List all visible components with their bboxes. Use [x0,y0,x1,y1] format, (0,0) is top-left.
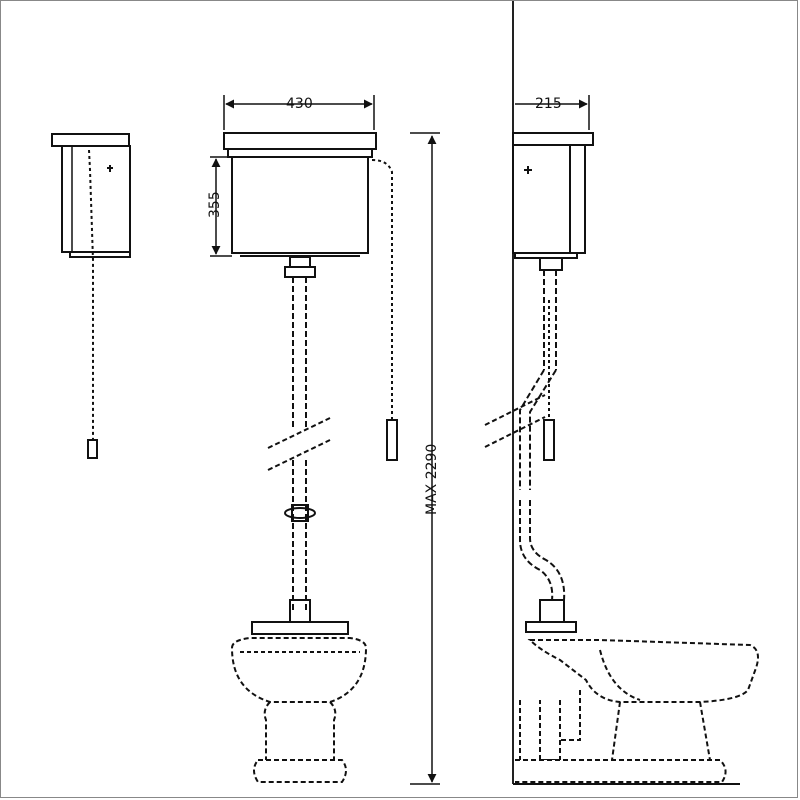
depth-label: 215 [535,96,562,112]
front-cistern-tank [231,156,369,254]
front-seat [251,621,349,635]
front-view [223,132,398,783]
right-cistern-body [512,144,586,254]
front-chain-handle [386,419,398,461]
left-chain-handle [87,439,98,459]
left-cistern-lever-icon [107,165,113,172]
max-height-label: MAX 2290 [424,444,440,515]
right-chain-handle [543,419,555,461]
front-base [253,759,347,783]
depth-dimension [515,95,590,130]
max-height-dimension [410,132,440,785]
height-dimension [210,156,232,257]
left-cistern-body [61,145,131,253]
right-seat [525,621,577,633]
cistern-height-label: 355 [207,191,223,218]
front-pull-chain [371,159,393,420]
width-dimension [223,95,375,130]
right-base [515,759,727,783]
right-cistern-lever-icon [524,166,532,174]
right-view [484,0,759,785]
front-pan [230,637,368,703]
width-label: 430 [286,96,313,112]
left-cistern-view [51,133,131,459]
